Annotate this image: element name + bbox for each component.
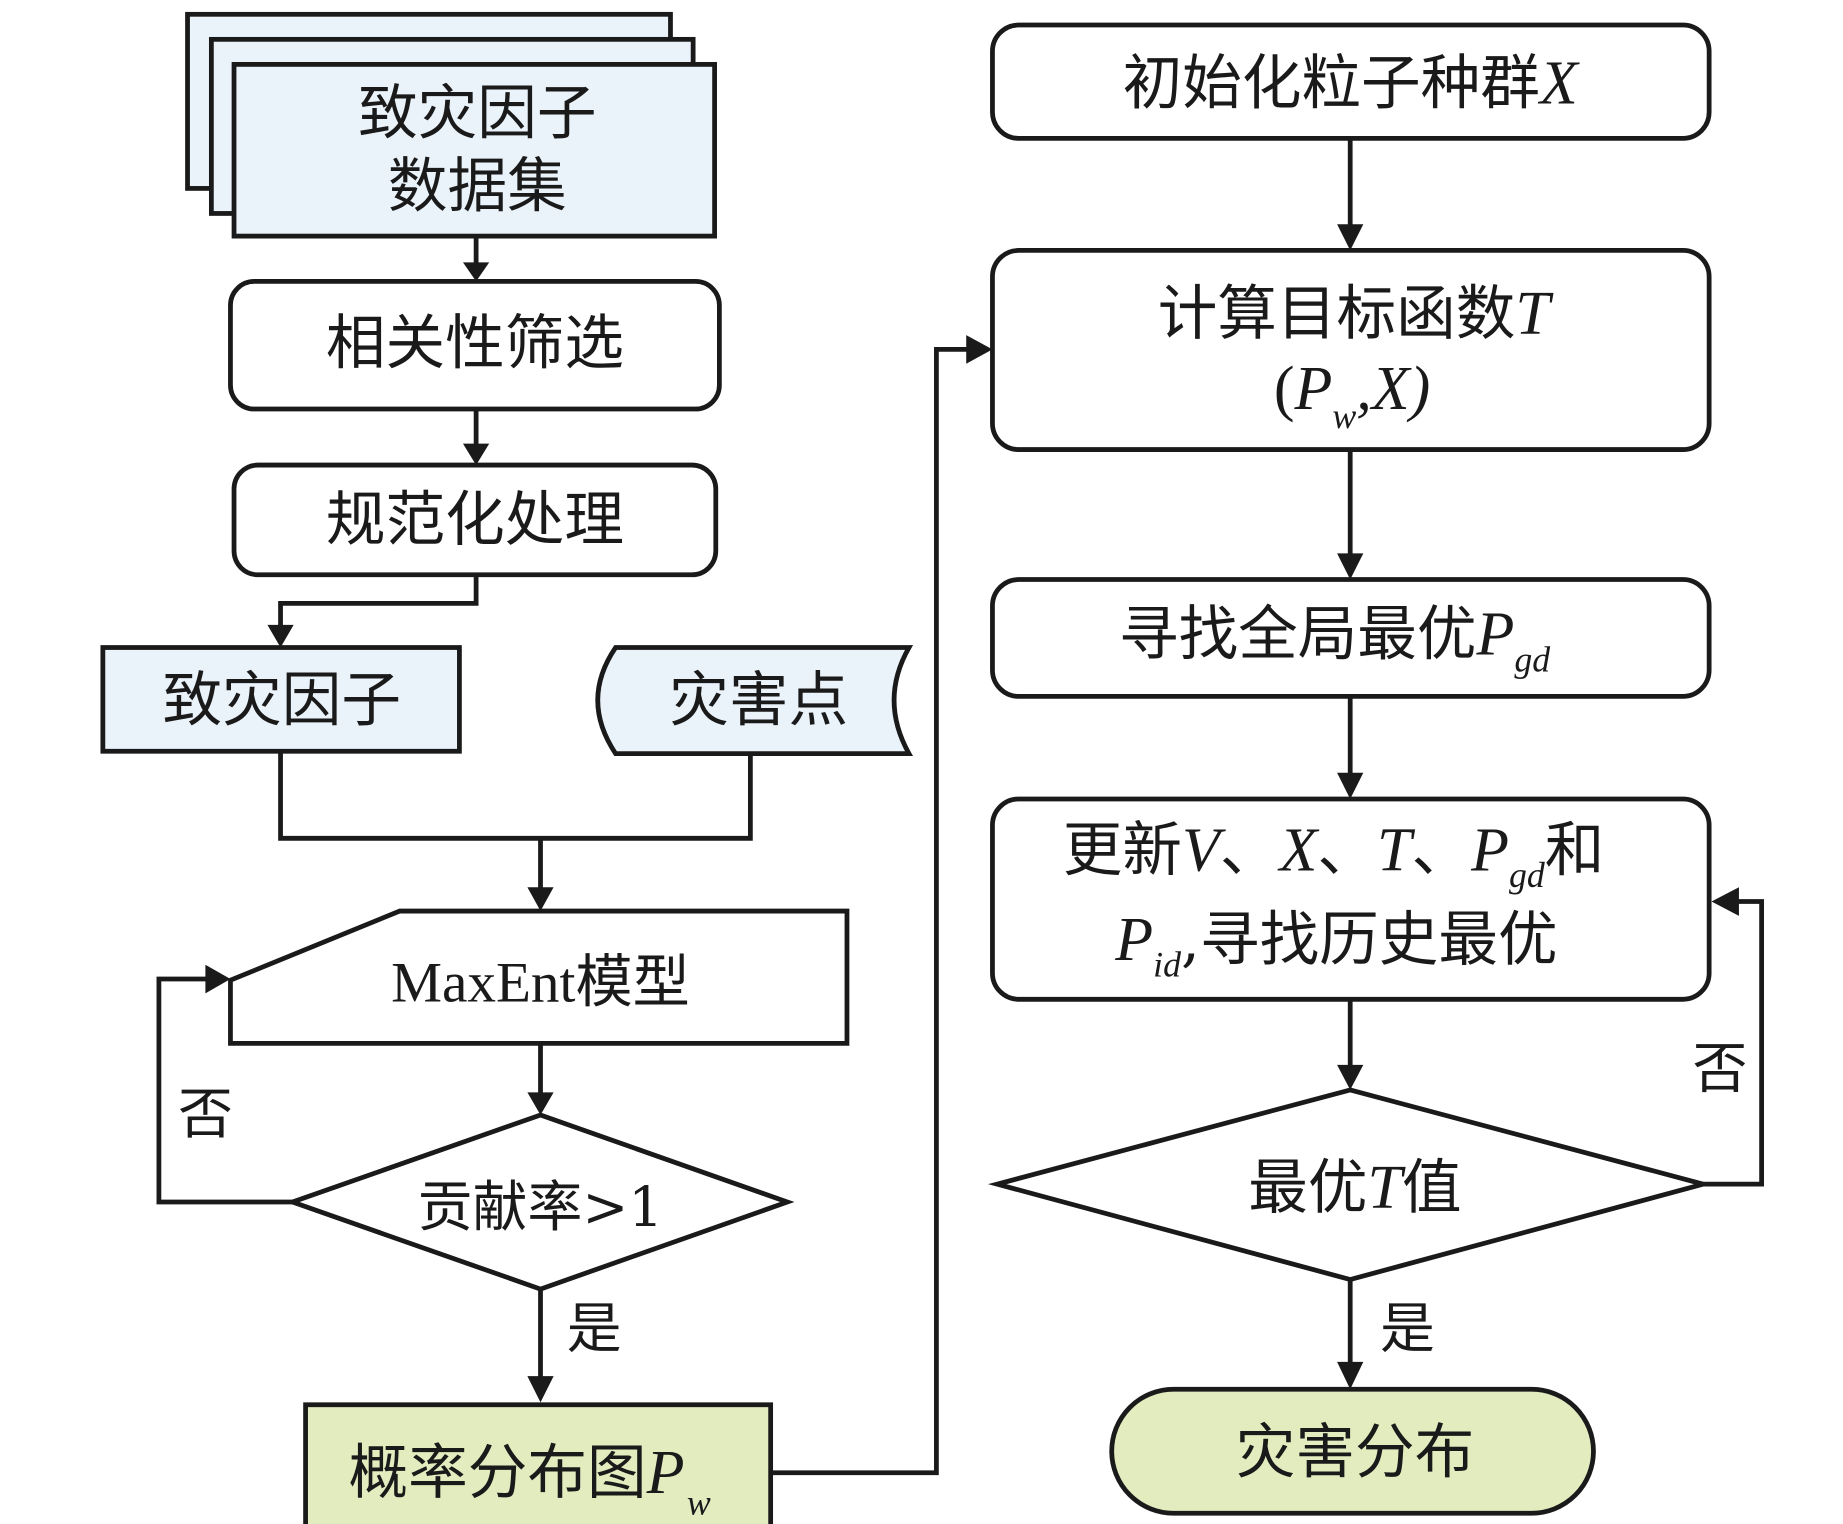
probability-map-text: 概率分布图 xyxy=(349,1439,647,1508)
correlation-step: 相关性筛选 xyxy=(228,279,722,412)
optimal-decision: 最优T值 xyxy=(988,1087,1713,1283)
global-best-sub: gd xyxy=(1514,639,1550,679)
factor-label: 致灾因子 xyxy=(163,666,401,735)
update-and: 和 xyxy=(1545,817,1605,886)
objective-paren: ( xyxy=(1274,355,1295,423)
objective-sub: w xyxy=(1332,396,1356,436)
update-sep: 、 xyxy=(1412,817,1472,886)
update-P-sub: gd xyxy=(1509,855,1545,895)
arrow-head xyxy=(527,887,554,912)
correlation-label: 相关性筛选 xyxy=(326,310,624,379)
connector-normalize-factor xyxy=(278,574,479,630)
dataset-label-line2: 数据集 xyxy=(388,152,567,221)
global-best-step: 寻找全局最优Pgd xyxy=(990,577,1712,699)
update-prefix: 更新 xyxy=(1063,817,1182,886)
contribution-decision: 贡献率>1 xyxy=(285,1112,795,1292)
init-text: 初始化粒子种群 xyxy=(1123,50,1540,119)
hazard-points-step: 灾害点 xyxy=(595,645,914,757)
objective-label-line1: 计算目标函数T xyxy=(1158,280,1555,349)
objective-step: 计算目标函数T (Pw,X) xyxy=(990,248,1712,452)
arrow-head xyxy=(1711,887,1739,916)
arrow-head xyxy=(267,624,294,648)
update-label-line2: Pid,寻找历史最优 xyxy=(1114,906,1557,985)
probability-map-box xyxy=(303,1402,774,1524)
result-step: 灾害分布 xyxy=(1109,1386,1596,1516)
objective-text: 计算目标函数 xyxy=(1158,280,1516,349)
objective-var: T xyxy=(1515,280,1554,348)
arrow-head xyxy=(1337,224,1364,251)
update-sep: 、 xyxy=(1317,817,1377,886)
arrow-head xyxy=(1337,772,1364,799)
init-label: 初始化粒子种群X xyxy=(1123,50,1580,119)
arrow-head xyxy=(1337,1361,1364,1390)
left-no-label: 否 xyxy=(178,1082,233,1146)
update-X: X xyxy=(1277,817,1320,885)
connector-no-loop-right xyxy=(1703,899,1764,1187)
connector-merge xyxy=(278,751,753,841)
hazard-points-box xyxy=(595,645,914,757)
update-sep: 、 xyxy=(1220,817,1280,886)
factor-box xyxy=(100,645,462,754)
update-T: T xyxy=(1377,817,1416,885)
update-V: V xyxy=(1182,817,1226,885)
result-box xyxy=(1109,1386,1596,1516)
connector-no-loop-left xyxy=(156,976,293,1205)
factor-step: 致灾因子 xyxy=(100,645,462,754)
global-best-var: P xyxy=(1476,601,1515,669)
right-yes-label: 是 xyxy=(1380,1297,1435,1361)
arrow-head xyxy=(205,964,231,994)
arrow-head xyxy=(1337,553,1364,580)
arrow-head xyxy=(527,1092,554,1115)
left-yes-label: 是 xyxy=(567,1297,622,1361)
update-label-line1: 更新V、X、T、Pgd和 xyxy=(1063,817,1605,896)
arrow-head xyxy=(527,1376,554,1403)
init-var: X xyxy=(1537,50,1580,118)
init-step: 初始化粒子种群X xyxy=(990,22,1712,141)
hazard-points-label: 灾害点 xyxy=(669,666,848,735)
update2-P: P xyxy=(1114,906,1153,974)
global-best-label: 寻找全局最优Pgd xyxy=(1119,601,1550,680)
update-P: P xyxy=(1470,817,1509,885)
normalize-label: 规范化处理 xyxy=(326,486,624,555)
maxent-box xyxy=(228,908,850,1046)
connector-probmap-objective xyxy=(770,347,973,1476)
probability-map-step: 概率分布图Pw xyxy=(303,1402,774,1524)
update2-sub: id xyxy=(1153,945,1181,985)
probability-map-var: P xyxy=(646,1439,685,1507)
maxent-label: MaxEnt模型 xyxy=(391,952,690,1015)
dataset-box xyxy=(231,62,717,239)
dataset-stack: 致灾因子 数据集 xyxy=(185,11,717,239)
update2-rest: ,寻找历史最优 xyxy=(1181,906,1558,975)
decision-var: T xyxy=(1368,1154,1407,1222)
maxent-step: MaxEnt模型 xyxy=(228,908,850,1046)
objective-rest: ,X) xyxy=(1356,355,1430,423)
optimal-decision-label: 最优T值 xyxy=(1248,1154,1461,1223)
probability-map-label: 概率分布图Pw xyxy=(349,1439,711,1522)
global-best-text: 寻找全局最优 xyxy=(1119,601,1477,670)
decision-suffix: 值 xyxy=(1402,1154,1462,1223)
update-step: 更新V、X、T、Pgd和 Pid,寻找历史最优 xyxy=(990,796,1712,1002)
normalize-step: 规范化处理 xyxy=(231,462,719,578)
probability-map-sub: w xyxy=(687,1482,711,1522)
contribution-decision-label: 贡献率>1 xyxy=(418,1175,663,1239)
decision-prefix: 最优 xyxy=(1248,1154,1367,1223)
dataset-label-line1: 致灾因子 xyxy=(358,80,596,149)
result-label: 灾害分布 xyxy=(1236,1419,1474,1488)
arrow-head xyxy=(1337,1064,1364,1090)
arrow-head xyxy=(462,443,490,466)
objective-P: P xyxy=(1294,355,1333,423)
arrow-head xyxy=(462,262,490,282)
right-no-label: 否 xyxy=(1692,1037,1747,1101)
arrow-head xyxy=(966,335,993,364)
objective-label-line2: (Pw,X) xyxy=(1274,355,1430,436)
